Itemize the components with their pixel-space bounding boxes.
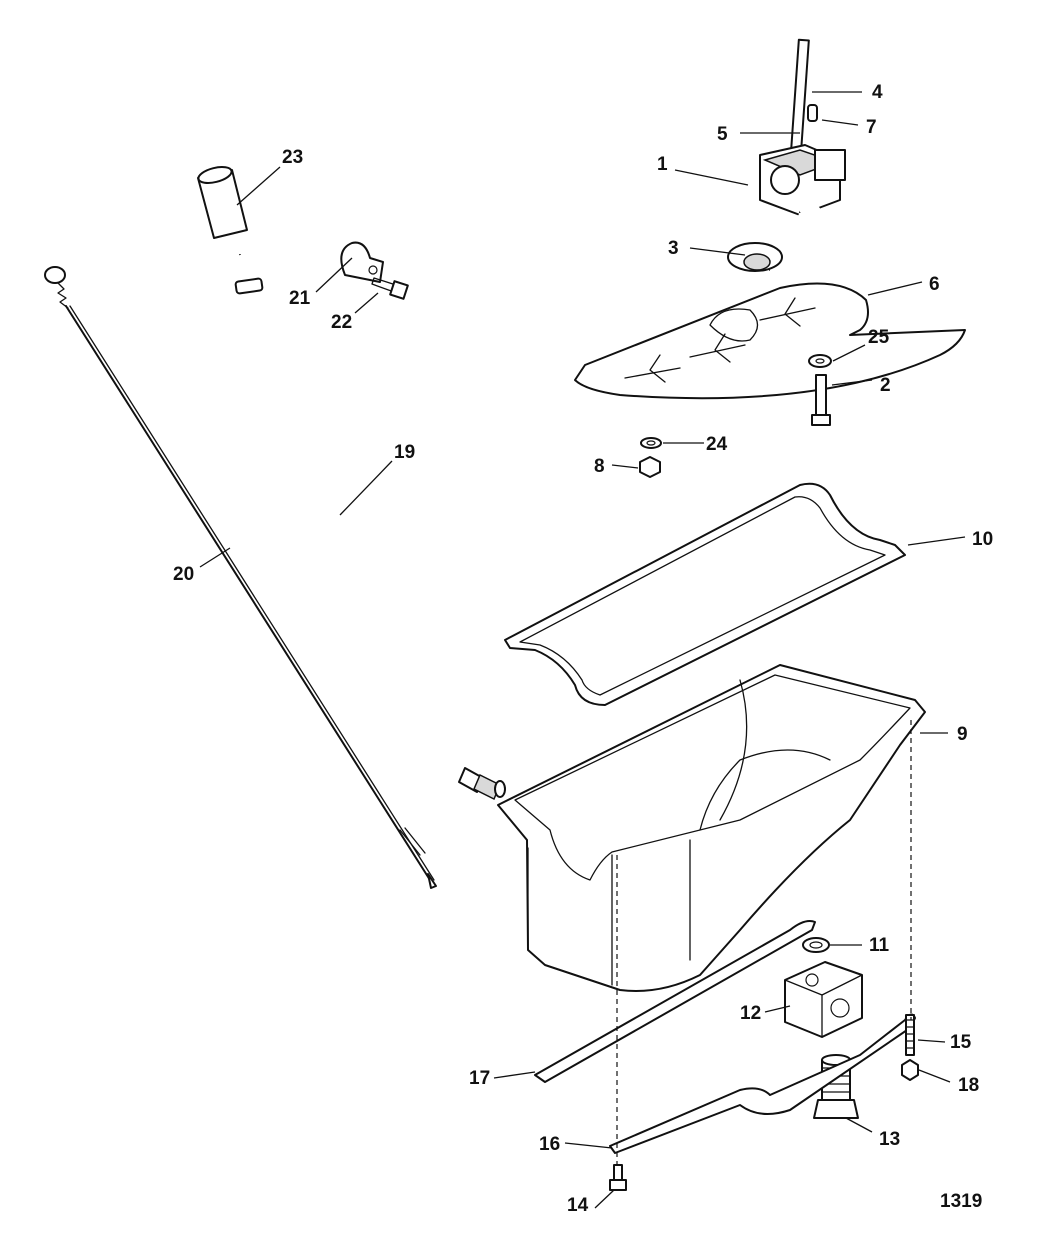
callout-11: 11 — [869, 935, 890, 956]
callout-2: 2 — [880, 375, 891, 396]
callout-12: 12 — [740, 1003, 761, 1024]
dipstick — [44, 266, 437, 889]
callout-8: 8 — [594, 456, 605, 477]
callout-9: 9 — [957, 724, 968, 745]
stud — [811, 374, 831, 426]
callout-24: 24 — [706, 434, 728, 455]
callout-7: 7 — [866, 117, 877, 138]
callout-21: 21 — [289, 288, 311, 309]
o-ring — [802, 937, 830, 953]
callout-10: 10 — [972, 529, 993, 550]
callout-18: 18 — [958, 1075, 979, 1096]
callout-23: 23 — [282, 147, 303, 168]
stud-15 — [905, 1014, 915, 1056]
callout-14: 14 — [567, 1195, 589, 1216]
callout-13: 13 — [879, 1129, 900, 1150]
callout-15: 15 — [950, 1032, 972, 1053]
figure-number: 1319 — [940, 1191, 982, 1212]
callout-25: 25 — [868, 327, 890, 348]
bolt — [609, 1164, 627, 1191]
nut-18 — [901, 1059, 919, 1081]
screw — [371, 277, 409, 300]
oil-pump — [759, 38, 846, 274]
washer-lower — [640, 437, 662, 449]
dipstick-cap — [197, 166, 248, 239]
callout-17: 17 — [469, 1068, 490, 1089]
callout-6: 6 — [929, 274, 940, 295]
pin — [807, 104, 818, 122]
callout-20: 20 — [173, 564, 194, 585]
callout-5: 5 — [717, 124, 728, 145]
callout-16: 16 — [539, 1134, 560, 1155]
clamp — [340, 241, 384, 283]
leader-lines — [199, 91, 966, 1209]
callout-1: 1 — [657, 154, 668, 175]
washer-upper — [808, 354, 832, 368]
callout-labels: 1 2 3 4 5 6 7 8 9 10 11 12 13 14 15 16 1… — [173, 82, 993, 1216]
dipstick-tube — [234, 254, 506, 801]
callout-19: 19 — [394, 442, 415, 463]
callout-3: 3 — [668, 238, 679, 259]
callout-22: 22 — [331, 312, 352, 333]
baffle-plate — [574, 282, 966, 400]
callout-4: 4 — [872, 82, 883, 103]
oil-pan — [497, 664, 926, 992]
oil-pan-gasket — [504, 482, 906, 706]
pickup-screen — [727, 242, 783, 272]
nut — [639, 456, 661, 478]
adapter-block — [784, 961, 863, 1038]
side-gasket-upper — [534, 920, 816, 1083]
side-gasket-lower — [609, 1013, 916, 1154]
